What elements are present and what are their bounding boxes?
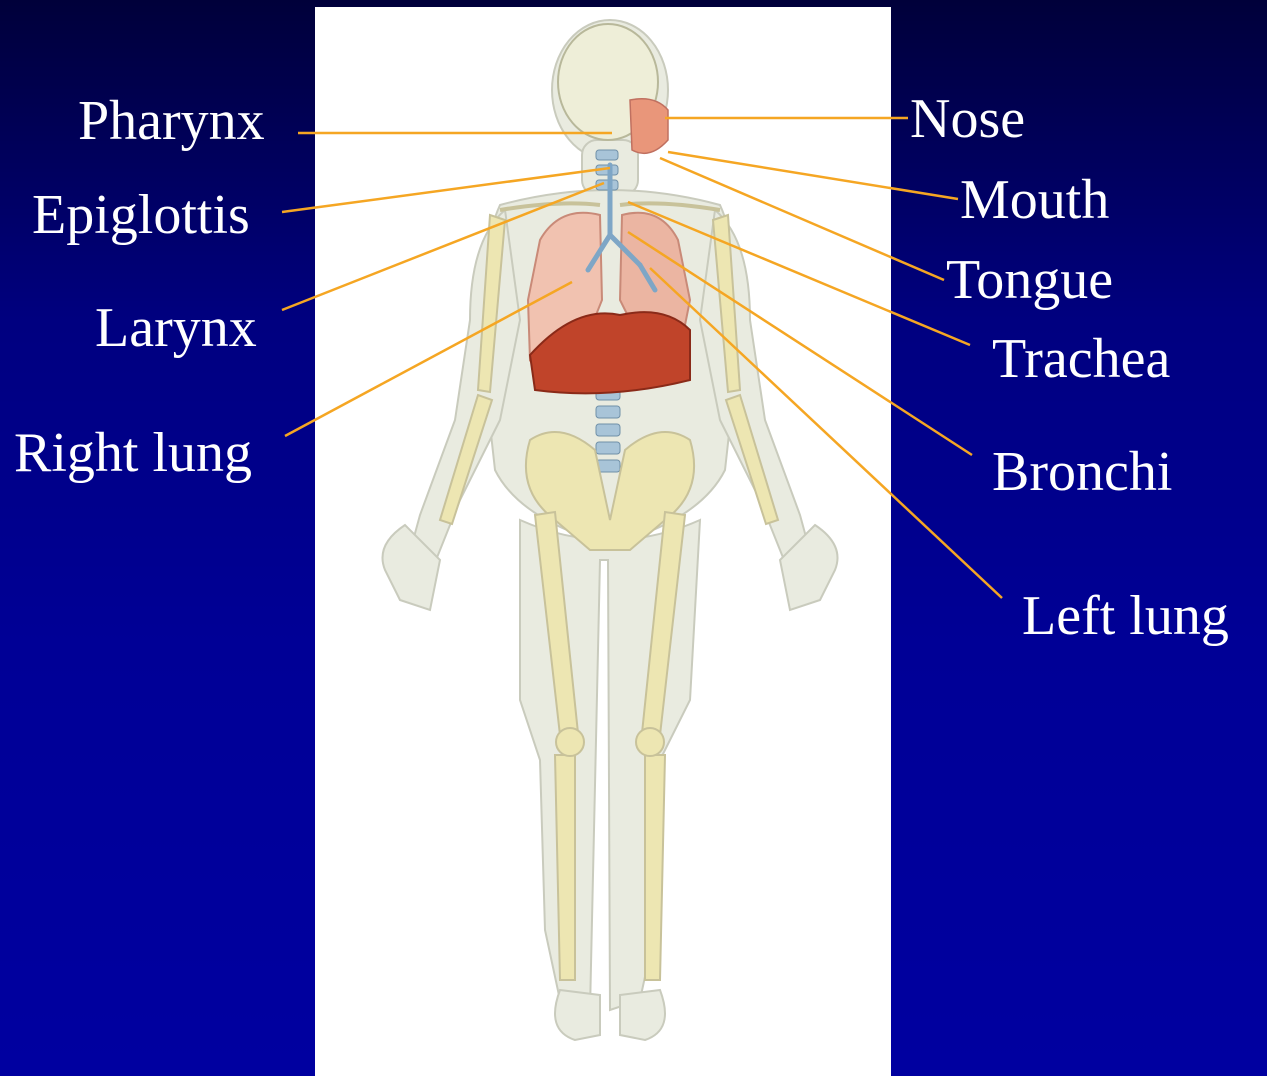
nasal-cavity bbox=[630, 99, 668, 154]
label-right-lung: Right lung bbox=[14, 425, 252, 481]
label-trachea: Trachea bbox=[992, 331, 1170, 387]
label-pharynx: Pharynx bbox=[78, 93, 265, 149]
label-nose: Nose bbox=[910, 91, 1025, 147]
label-mouth: Mouth bbox=[960, 172, 1109, 228]
label-bronchi: Bronchi bbox=[992, 444, 1172, 500]
label-tongue: Tongue bbox=[946, 252, 1113, 308]
label-larynx: Larynx bbox=[95, 300, 257, 356]
label-epiglottis: Epiglottis bbox=[32, 187, 250, 243]
label-left-lung: Left lung bbox=[1022, 588, 1229, 644]
